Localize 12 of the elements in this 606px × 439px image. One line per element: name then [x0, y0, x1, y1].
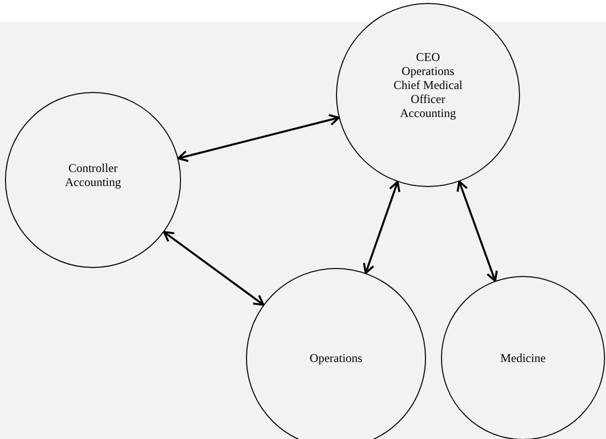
- double-arrow: [163, 231, 264, 306]
- node-label: CEO: [416, 50, 440, 64]
- node-label: Operations: [310, 351, 362, 365]
- double-arrow: [456, 180, 498, 282]
- double-arrow: [362, 180, 400, 274]
- node-label: Operations: [402, 64, 454, 78]
- node-label: Medicine: [500, 351, 546, 365]
- node-label: Controller: [68, 161, 118, 175]
- node-label: Accounting: [400, 106, 456, 120]
- node-label: Accounting: [65, 175, 121, 189]
- node-label: Chief Medical Officer: [392, 78, 464, 106]
- double-arrow: [177, 114, 340, 162]
